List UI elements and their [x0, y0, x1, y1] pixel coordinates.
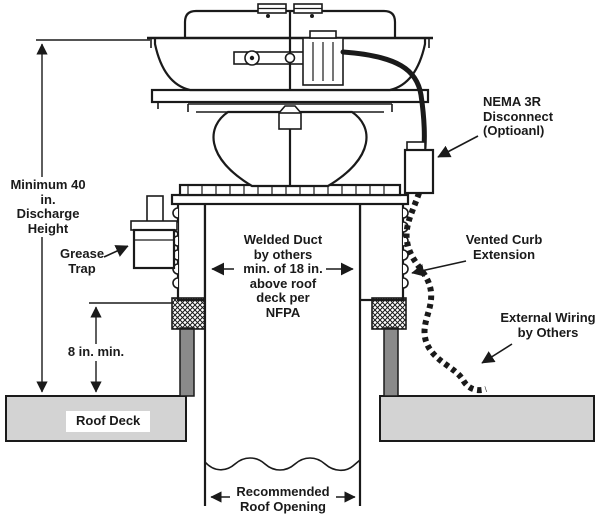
base-flange-ticks — [187, 186, 385, 194]
grease-trap — [130, 195, 178, 270]
curb-nailer-right — [371, 297, 407, 330]
label-grease-trap: Grease Trap — [59, 246, 105, 276]
leader-arrow-nema-disconnect — [437, 135, 479, 158]
label-vented-curb-extension: Vented Curb Extension — [465, 232, 543, 262]
label-roof-deck: Roof Deck — [66, 411, 151, 432]
label-discharge-height: Minimum 40 in. Discharge Height — [0, 177, 96, 238]
label-recommended-roof-opening: Recommended Roof Opening — [236, 484, 330, 514]
leader-arrow-vented-curb — [411, 260, 467, 277]
leader-arrow-grease-trap — [103, 245, 129, 258]
label-welded-duct: Welded Duct by others min. of 18 in. abo… — [243, 232, 323, 320]
label-8in-min: 8 in. min. — [62, 344, 130, 361]
curb-post-left — [179, 327, 195, 397]
welded-duct — [203, 200, 362, 506]
curb-nailer-left — [171, 297, 207, 330]
roof-deck-slab-right — [379, 395, 595, 442]
fan-motor-assembly — [233, 12, 344, 90]
power-cable — [340, 49, 427, 151]
cap-top-hardware — [257, 3, 323, 18]
external-wiring-conduit — [403, 192, 487, 394]
label-external-wiring: External Wiring by Others — [500, 310, 596, 340]
nema-disconnect-box — [403, 141, 435, 195]
leader-arrow-external-wiring — [481, 343, 513, 364]
label-nema-disconnect: NEMA 3R Disconnect (Optioanl) — [483, 94, 554, 139]
exhaust-fan — [147, 3, 433, 206]
curb-post-right — [383, 327, 399, 397]
duct-break-line — [204, 457, 361, 472]
